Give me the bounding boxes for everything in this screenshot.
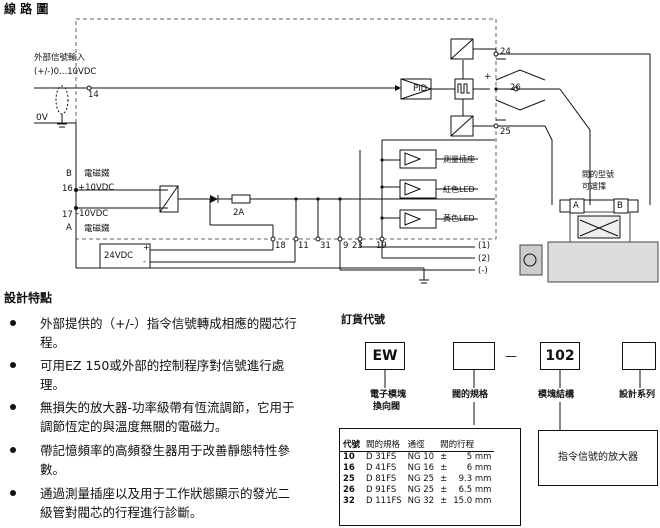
feature-item-1: 外部提供的（+/-）指令信號轉成相應的閥芯行程。 [10,314,302,352]
label-design-series: 設計系列 [619,390,656,400]
label-electronic-module: 電子模塊 [370,390,407,400]
table-row: 25 D 81FS NG 25 ± 9.3 mm [343,474,492,484]
minus-10vdc: -10VDC [76,209,109,219]
external-signal-range: (+/-)0...10VDC [34,67,97,77]
spec-header-bore: 通徑 [407,440,425,450]
valve-port-a: A [573,201,579,211]
code-box-102: 102 [540,342,580,370]
red-led-label: 紅色LED [443,185,475,194]
code-connectors [384,370,641,430]
diagram-title: 線 路 圖 [4,2,49,16]
spec-header-stroke: 閥的行程 [440,440,475,450]
table-row: 10 D 31FS NG 10 ± 5 mm [343,452,492,462]
solenoid-a-label: 電磁鐵 [84,224,110,234]
spec-table: 代號 閥的規格 通徑 閥的行程 10 D 31FS NG 10 ± 5 mm 1… [340,440,495,507]
bullet-icon [10,404,16,410]
valve-port-b: B [617,201,623,211]
bullet-icon [10,320,16,326]
table-row: 16 D 41FS NG 16 ± 6 mm [343,463,492,473]
label-module-structure: 模塊結構 [538,390,575,400]
terminal-23: 23 [352,241,363,251]
letter-a: A [66,223,72,233]
module-boundary [75,18,497,240]
terminal-9: 9 [343,241,349,251]
label-valve-size: 閥的規格 [452,390,489,400]
code-box-valve-size [453,342,495,370]
terminal-26: 26 [510,83,521,93]
feature-item-3: 無損失的放大器-功率級帶有恆流調節，它用于調節恆定的與溫度無關的電磁力。 [10,398,302,436]
features-title: 設計特點 [4,291,53,305]
terminal-14: 14 [88,90,99,100]
valve-model-label-1: 閥的型號 [582,170,614,179]
spec-header-code: 代號 [343,440,361,450]
bullet-icon [10,490,16,496]
feature-item-5: 通過測量插座以及用于工作狀態顯示的發光二級管對閥芯的行程進行診斷。 [10,484,302,522]
yellow-led-label: 黃色LED [443,214,475,223]
valve-lead-minus: (-) [478,266,488,276]
terminal-25: 25 [500,127,511,137]
label-directional-valve: 換向閥 [373,402,401,412]
terminal-19: 19 [376,241,387,251]
supply-plus: + [143,243,150,252]
feature-item-2: 可用EZ 150或外部的控制程序對信號進行處理。 [10,356,302,394]
ordering-title: 訂貨代號 [341,313,385,326]
plus-sign: + [484,72,492,82]
table-row: 32 D 111FS NG 32 ± 15.0 mm [343,496,492,506]
spec-table-frame [339,428,521,526]
terminal-18: 18 [275,241,286,251]
code-box-series [622,342,656,370]
terminal-24: 24 [500,47,511,57]
solenoid-b-label: 電磁鐵 [84,169,110,179]
terminal-17: 17 [62,210,73,220]
fuse-label: 2A [233,208,245,218]
valve-lead-2: (2) [478,254,491,264]
supply-label: 24VDC [104,251,134,261]
valve-lead-1: (1) [478,241,491,251]
valve-model-label-2: 可選擇 [582,182,606,191]
zero-volt-label: 0V [36,113,48,123]
terminal-11: 11 [298,241,309,251]
terminal-31: 31 [320,241,331,251]
code-box-ew: EW [365,342,405,370]
bullet-icon [10,362,16,368]
terminal-16: 16 [62,184,73,194]
measure-jack-label: 測量插座 [443,155,475,164]
letter-b: B [66,169,72,179]
plus-10vdc: +10VDC [78,183,115,193]
spec-header-valve-size: 閥的規格 [366,440,401,450]
external-signal-label: 外部信號輸入 [34,53,86,63]
amplifier-note-box: 指令信號的放大器 [538,430,658,486]
supply-minus: - [143,257,146,266]
pid-label: PID [413,84,428,94]
code-dash: — [505,349,517,363]
circuit-svg [34,18,659,284]
table-row: 26 D 91FS NG 25 ± 6.5 mm [343,485,492,495]
bullet-icon [10,447,16,453]
feature-item-4: 帶記憶頻率的高頻發生器用于改善靜態特性參數。 [10,441,302,479]
